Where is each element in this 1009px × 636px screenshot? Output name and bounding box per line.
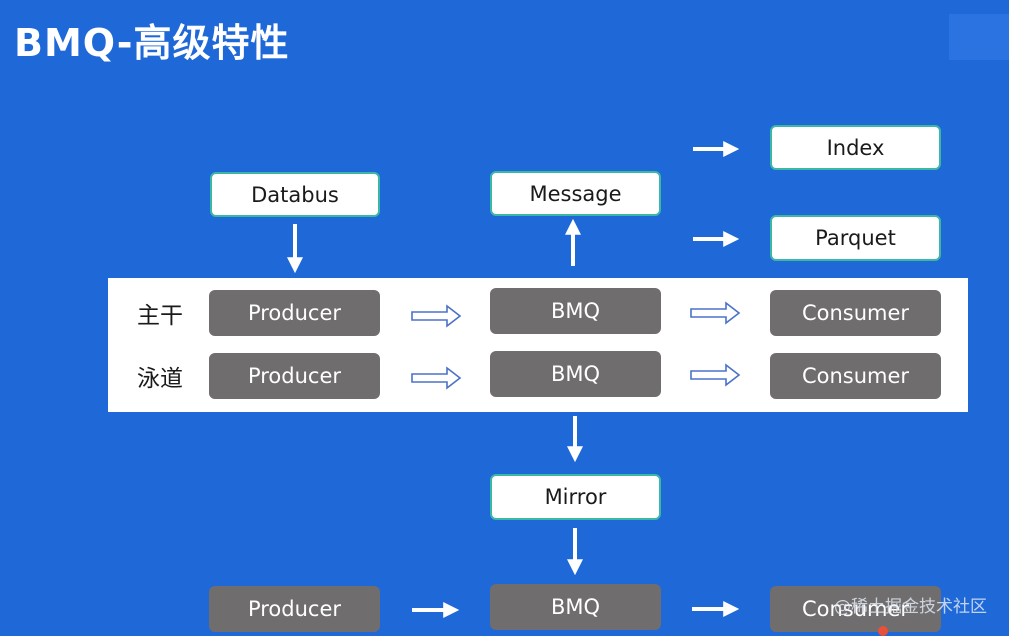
corner-decoration [949,14,1009,60]
main-producer-bmq-arrow [411,304,462,328]
index-box: Index [770,125,941,170]
databus-box: Databus [210,172,380,217]
main-bmq-box: BMQ [490,288,661,334]
lane-producer-box: Producer [209,353,380,399]
lane-producer-bmq-arrow [411,366,462,390]
lane-bmq-box: BMQ [490,351,661,397]
mirror-box: Mirror [490,474,661,520]
pointer-dot [878,626,888,636]
lane-bmq-consumer-arrow [690,363,741,387]
parquet-box: Parquet [770,215,941,261]
swim-lane-label: 泳道 [137,366,183,392]
lane-consumer-box: Consumer [770,353,941,399]
mirror-producer-box: Producer [209,586,380,632]
watermark: @稀土掘金技术社区 [834,597,987,617]
main-lane-label: 主干 [137,303,183,329]
main-consumer-box: Consumer [770,290,941,336]
main-bmq-consumer-arrow [690,301,741,325]
mirror-consumer-box: Consumer [770,586,941,632]
main-producer-box: Producer [209,290,380,336]
slide-title: BMQ-高级特性 [14,21,290,65]
message-box: Message [490,171,661,216]
mirror-bmq-box: BMQ [490,584,661,630]
